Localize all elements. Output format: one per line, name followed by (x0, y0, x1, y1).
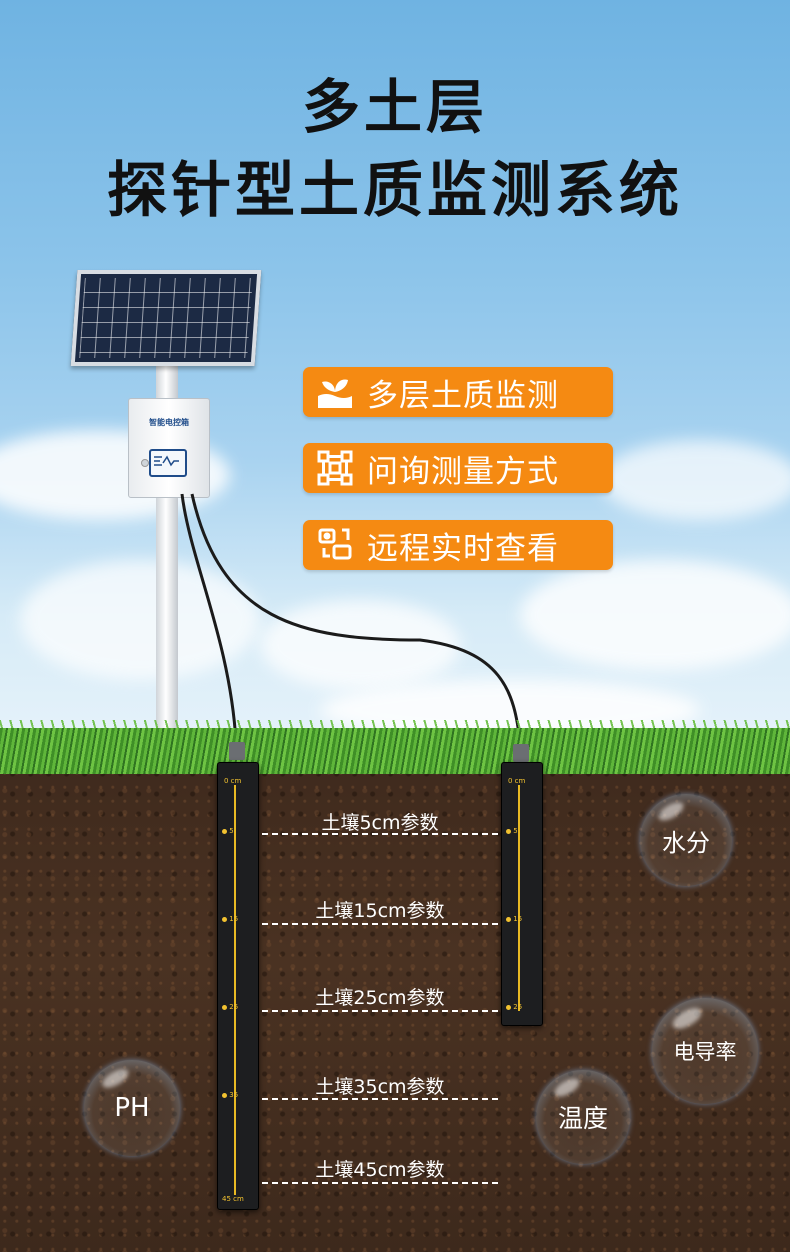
cloud (20, 560, 260, 680)
cloud (260, 600, 460, 690)
depth-line (262, 1010, 498, 1012)
depth-line (262, 923, 498, 925)
feature-label: 远程实时查看 (367, 530, 559, 567)
bubble-label: 电导率 (673, 1040, 737, 1064)
cloud (520, 560, 790, 670)
bubble-label: PH (114, 1093, 150, 1123)
sensor-mark: 25 (222, 1003, 256, 1011)
probe-25cm: 0 cm 5 15 25 (501, 762, 543, 1026)
probe-mark: 0 cm (508, 777, 526, 785)
feature-label: 多层土质监测 (367, 377, 559, 414)
probe-scale-line (518, 785, 520, 1011)
indicator-light (141, 459, 149, 467)
bubble-label: 温度 (557, 1104, 608, 1133)
control-box-sublabel (135, 429, 203, 433)
probe-mark: 0 cm (224, 777, 242, 785)
sensor-mark: 15 (506, 915, 540, 923)
conductivity-bubble: 电导率 (652, 998, 758, 1104)
remote-view-icon (315, 525, 355, 565)
plant-soil-icon (315, 372, 355, 412)
probe-cap (513, 744, 529, 762)
depth-label-45cm: 土壤45cm参数 (315, 1159, 445, 1181)
feature-label: 问询测量方式 (367, 453, 559, 490)
depth-label-5cm: 土壤5cm参数 (321, 812, 439, 834)
probe-cap (229, 742, 245, 760)
depth-label-25cm: 土壤25cm参数 (315, 987, 445, 1009)
depth-label-15cm: 土壤15cm参数 (315, 900, 445, 922)
sensor-mark: 5 (506, 827, 540, 835)
bubble-label: 水分 (662, 828, 710, 857)
probe-45cm: 0 cm 5 15 25 35 45 cm (217, 762, 259, 1210)
depth-line (262, 1182, 498, 1184)
sensor-mark: 35 (222, 1091, 256, 1099)
network-nodes-icon (315, 448, 355, 488)
ph-bubble: PH (84, 1060, 180, 1156)
cloud (600, 440, 790, 520)
probe-scale-line (234, 785, 236, 1195)
feature-multi-layer-monitoring: 多层土质监测 (303, 367, 613, 417)
depth-line (262, 833, 498, 835)
feature-remote-realtime-view: 远程实时查看 (303, 520, 613, 570)
control-box: 智能电控箱 (128, 398, 210, 498)
depth-label-35cm: 土壤35cm参数 (315, 1076, 445, 1098)
grass-layer (0, 728, 790, 774)
temperature-bubble: 温度 (536, 1070, 630, 1164)
solar-panel (70, 270, 262, 366)
sensor-mark: 15 (222, 915, 256, 923)
sensor-mark: 5 (222, 827, 256, 835)
control-box-display (149, 449, 187, 477)
control-box-label: 智能电控箱 (149, 418, 189, 427)
feature-query-measurement: 问询测量方式 (303, 443, 613, 493)
page-title-line-1: 多土层 (301, 73, 488, 141)
water-content-bubble: 水分 (640, 794, 732, 886)
depth-line (262, 1098, 498, 1100)
sensor-mark: 25 (506, 1003, 540, 1011)
page-title-line-2: 探针型土质监测系统 (107, 156, 683, 226)
probe-mark: 45 cm (222, 1195, 244, 1203)
